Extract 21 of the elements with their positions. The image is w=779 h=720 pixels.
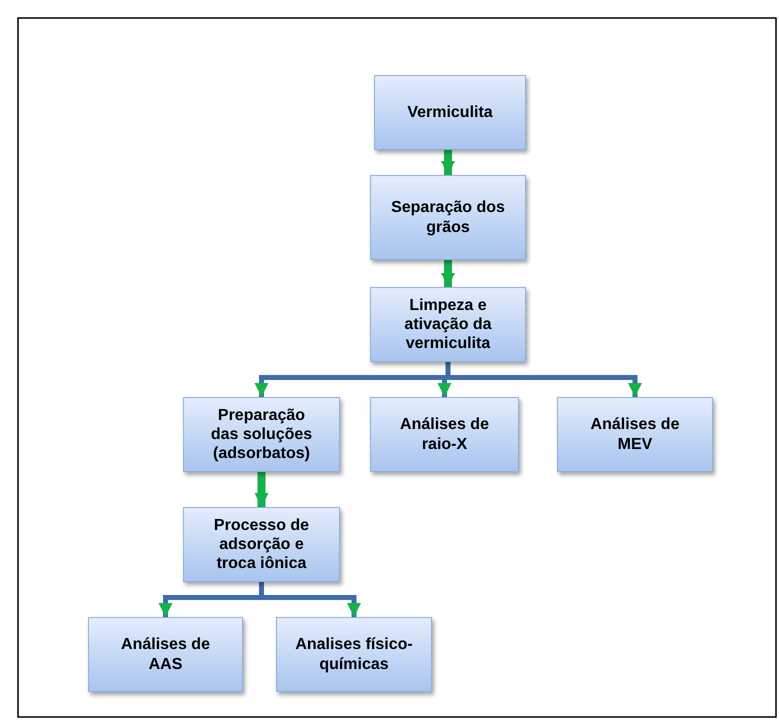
process-box — [88, 617, 243, 692]
process-box — [370, 175, 526, 260]
process-box — [183, 507, 340, 582]
arrow — [441, 150, 455, 175]
box-label: Analises físico-químicas — [294, 635, 414, 674]
box-label: Preparação das soluções (adsorbatos) — [210, 406, 314, 464]
box-label: Processo de adsorção e troca iônica — [212, 516, 310, 574]
box-label: Vermiculita — [406, 102, 494, 122]
process-box — [557, 397, 713, 472]
process-box — [370, 397, 519, 472]
arrow — [254, 472, 268, 507]
box-label: Limpeza e ativação da vermiculita — [403, 296, 493, 354]
box-label: Análises de AAS — [120, 635, 211, 674]
process-box — [276, 617, 432, 692]
process-box — [374, 75, 526, 150]
box-label: Análises de MEV — [590, 415, 680, 454]
process-box — [370, 287, 526, 362]
box-label: Separação dos grãos — [390, 198, 506, 237]
process-box — [183, 397, 340, 472]
arrow — [441, 260, 455, 287]
box-label: Análises de raio-X — [399, 415, 490, 454]
